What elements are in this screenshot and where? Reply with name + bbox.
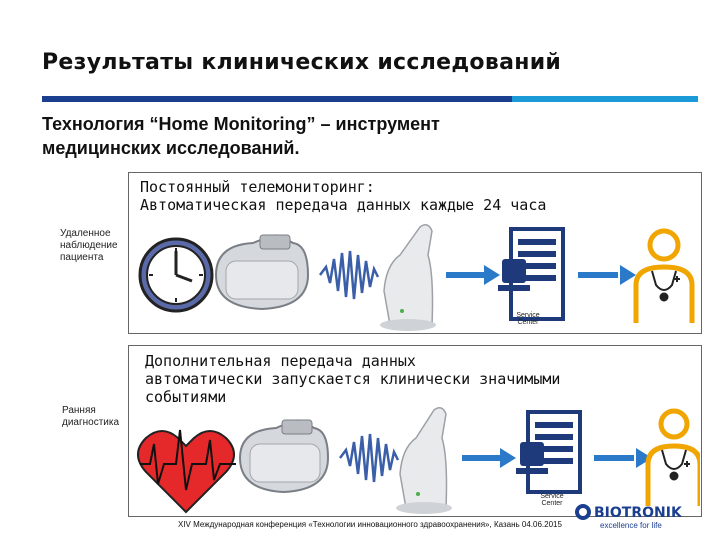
- pacemaker-icon: [238, 419, 330, 494]
- subtitle-line-2: медицинских исследований.: [42, 138, 300, 158]
- logo-name: BIOTRONIK: [594, 505, 682, 521]
- panel2-text-line-1: Дополнительная передача данных: [145, 352, 416, 370]
- arrow-to-server-icon: [446, 265, 500, 285]
- panel2-text-line-3: событиями: [145, 388, 227, 406]
- panel1-side-label-line-3: пациента: [60, 252, 104, 263]
- wireless-wave-icon: [339, 433, 400, 483]
- panel2-side-label-line-2: диагностика: [62, 417, 120, 428]
- panel2-side-label: Ранняя диагностика: [62, 405, 132, 429]
- panel1-side-label-line-2: наблюдение: [60, 240, 118, 251]
- panel1-text-line-2: Автоматическая передача данных каждые 24…: [140, 196, 547, 214]
- arrow-to-doctor-icon: [578, 265, 636, 285]
- heart-icon: [137, 430, 235, 514]
- title-rule-light: [512, 96, 698, 102]
- server-icon: [498, 227, 565, 321]
- arrow-to-server-icon: [462, 448, 516, 468]
- panel2-service-label-line-1: Service: [540, 493, 564, 500]
- subtitle-line-1: Технология “Home Monitoring” – инструмен…: [42, 114, 440, 134]
- panel2-illustration: [137, 407, 700, 514]
- doctor-icon: [633, 228, 695, 323]
- panel1-service-label-line-1: Service: [516, 312, 540, 319]
- panel2-service-label-line-2: Center: [541, 500, 563, 507]
- transmitter-icon: [396, 407, 452, 514]
- panel2-side-label-line-1: Ранняя: [62, 405, 96, 416]
- ecg-line-icon: [140, 429, 236, 491]
- panel1-illustration: [138, 224, 695, 331]
- logo-tagline: excellence for life: [600, 521, 662, 530]
- biotronik-logo-icon: [575, 504, 591, 520]
- panel2-service-center-label: Service Center: [530, 493, 574, 507]
- panel2-text: Дополнительная передача данных автоматич…: [145, 352, 665, 406]
- pacemaker-icon: [214, 234, 310, 311]
- footer-text: XIV Международная конференция «Технологи…: [178, 520, 562, 529]
- panel1-side-label: Удаленное наблюдение пациента: [60, 228, 130, 264]
- server-icon: [516, 410, 582, 494]
- wireless-wave-icon: [319, 250, 380, 300]
- slide-subtitle: Технология “Home Monitoring” – инструмен…: [42, 112, 642, 160]
- panel1-side-label-line-1: Удаленное: [60, 228, 111, 239]
- transmitter-icon: [380, 224, 436, 331]
- panel1-service-center-label: Service Center: [506, 312, 550, 326]
- arrow-to-doctor-icon: [594, 448, 652, 468]
- slide-title: Результаты клинических исследований: [42, 50, 562, 75]
- doctor-icon: [645, 408, 700, 506]
- title-rule-dark: [42, 96, 512, 102]
- panel1-service-label-line-2: Center: [517, 319, 539, 326]
- panel1-text-line-1: Постоянный телемониторинг:: [140, 178, 375, 196]
- panel2-text-line-2: автоматически запускается клинически зна…: [145, 370, 561, 388]
- clock-icon: [138, 237, 214, 313]
- panel1-text: Постоянный телемониторинг: Автоматическа…: [140, 178, 640, 214]
